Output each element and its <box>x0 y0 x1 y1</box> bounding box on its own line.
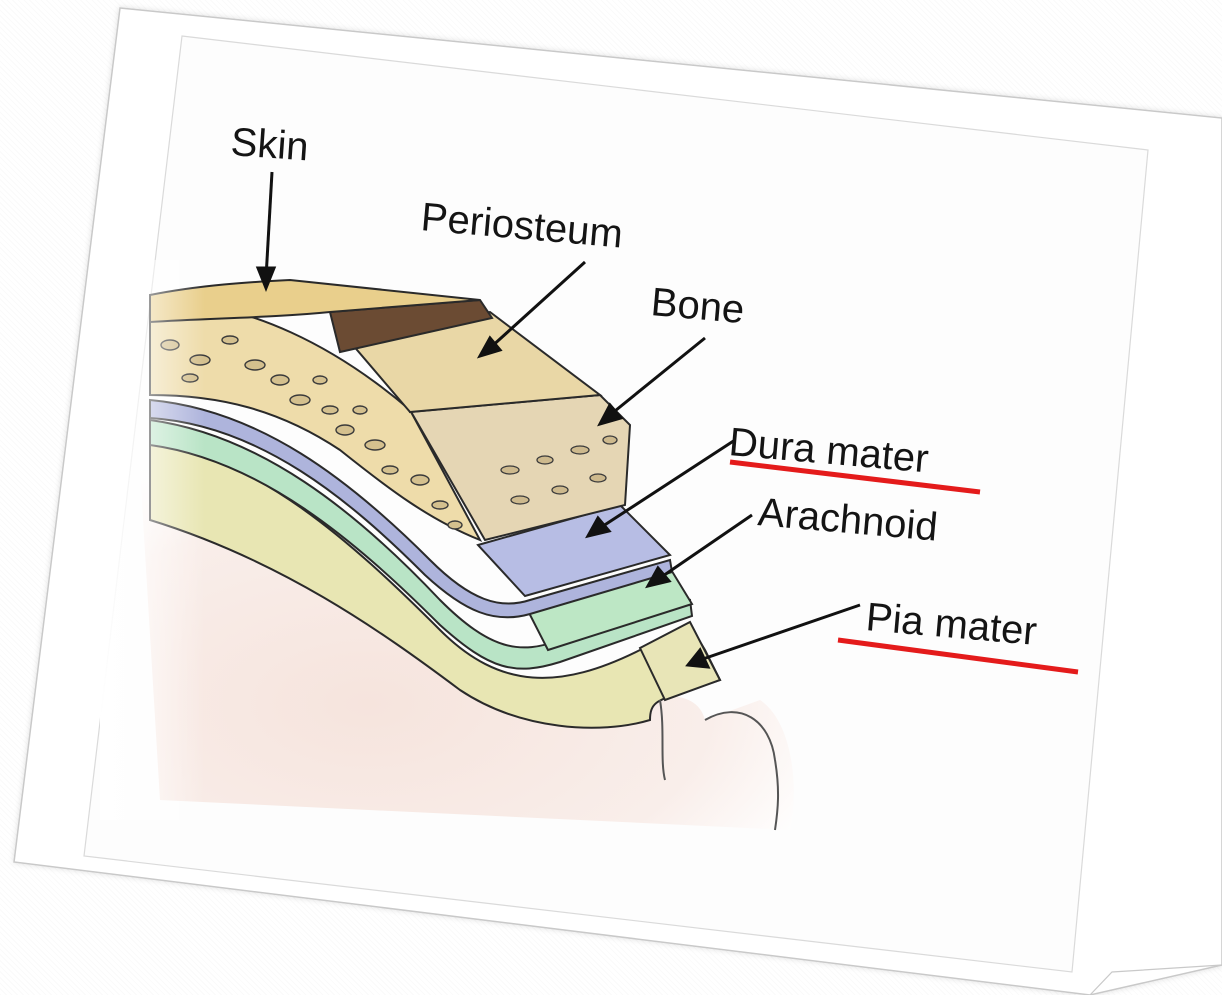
left-fade <box>100 260 400 820</box>
label-skin: Skin <box>229 120 310 169</box>
label-bone: Bone <box>649 280 746 332</box>
